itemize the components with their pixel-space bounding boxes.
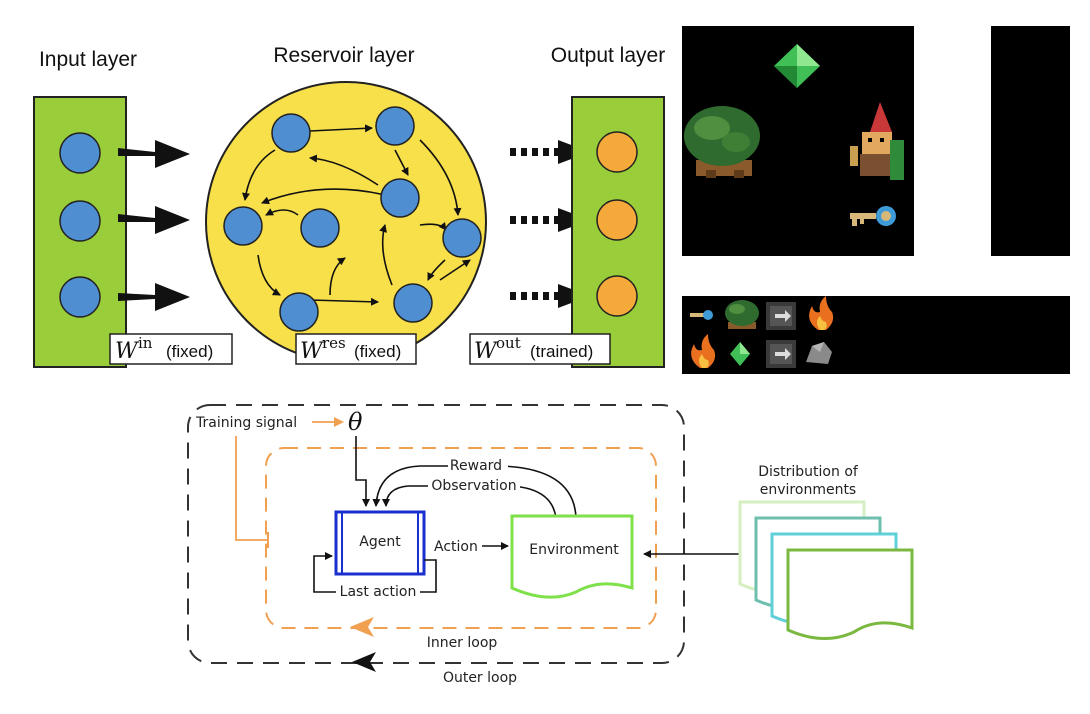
observation-label: Observation xyxy=(431,478,516,494)
reservoir-node xyxy=(279,292,319,332)
training-signal-line xyxy=(235,436,268,541)
inner-loop-arrow xyxy=(350,617,374,637)
reservoir-node xyxy=(442,218,482,258)
rock-icon xyxy=(806,342,832,364)
svg-text:W: W xyxy=(115,339,140,364)
input-layer-title: Input layer xyxy=(39,48,137,71)
key-sprite xyxy=(850,206,896,226)
svg-text:res: res xyxy=(322,334,346,352)
reservoir-node xyxy=(271,113,311,153)
agent-box: Agent xyxy=(334,510,426,576)
theta-symbol: θ xyxy=(348,408,363,436)
input-node xyxy=(59,276,101,318)
distribution-label-line1: Distribution of xyxy=(758,464,859,480)
training-signal-label: Training signal xyxy=(195,415,297,431)
gem-sprite xyxy=(774,44,820,88)
input-node xyxy=(59,200,101,242)
environment-box: Environment xyxy=(510,514,634,599)
svg-text:(fixed): (fixed) xyxy=(166,342,213,361)
output-node xyxy=(596,131,638,173)
agent-label: Agent xyxy=(359,534,401,550)
wall-block xyxy=(682,256,1070,296)
reservoir-node xyxy=(300,208,340,248)
tree-icon xyxy=(725,300,759,329)
w-out-label: W out (trained) xyxy=(469,333,611,365)
distribution-label-line2: environments xyxy=(760,482,856,498)
inventory-bar xyxy=(690,296,834,368)
reservoir-layer-title: Reservoir layer xyxy=(273,44,414,67)
action-label: Action xyxy=(434,539,478,555)
book-icon xyxy=(766,302,796,330)
reservoir-connections xyxy=(242,124,471,306)
outer-loop-label: Outer loop xyxy=(443,670,517,686)
output-layer-title: Output layer xyxy=(551,44,665,67)
reservoir-node xyxy=(223,206,263,246)
output-node xyxy=(596,275,638,317)
reservoir-node xyxy=(380,178,420,218)
player-sprite xyxy=(850,102,904,180)
input-node xyxy=(59,132,101,174)
fire-icon xyxy=(691,334,716,368)
key-icon xyxy=(690,310,713,320)
gem-icon xyxy=(730,342,750,366)
svg-text:in: in xyxy=(138,334,153,352)
reward-label: Reward xyxy=(450,458,502,474)
svg-text:W: W xyxy=(474,339,499,364)
svg-text:(trained): (trained) xyxy=(530,342,593,361)
svg-text:W: W xyxy=(300,339,325,364)
output-node xyxy=(596,199,638,241)
inner-loop-label: Inner loop xyxy=(427,635,498,651)
tree-sprite xyxy=(684,106,760,178)
input-weight-arrows xyxy=(118,140,190,311)
reservoir-nodes xyxy=(223,106,482,332)
game-screenshot xyxy=(682,26,1070,374)
meta-rl-diagram: Training signal θ Reward Observation Age… xyxy=(187,404,914,686)
w-in-label: W in (fixed) xyxy=(109,333,233,365)
fire-icon xyxy=(809,296,834,330)
reservoir-diagram: Input layer Reservoir layer Output layer xyxy=(33,44,665,368)
w-res-label: W res (fixed) xyxy=(295,333,417,365)
theta-to-agent-arrow xyxy=(355,436,370,507)
svg-text:out: out xyxy=(496,334,521,352)
outer-loop-arrow xyxy=(352,652,376,672)
reservoir-node xyxy=(393,283,433,323)
svg-text:(fixed): (fixed) xyxy=(354,342,401,361)
wall-block xyxy=(914,26,991,256)
environment-stack xyxy=(738,500,914,641)
environment-label: Environment xyxy=(529,542,619,558)
outer-loop-box xyxy=(187,404,685,664)
book-icon xyxy=(766,340,796,368)
last-action-label: Last action xyxy=(340,584,417,600)
reservoir-node xyxy=(375,106,415,146)
